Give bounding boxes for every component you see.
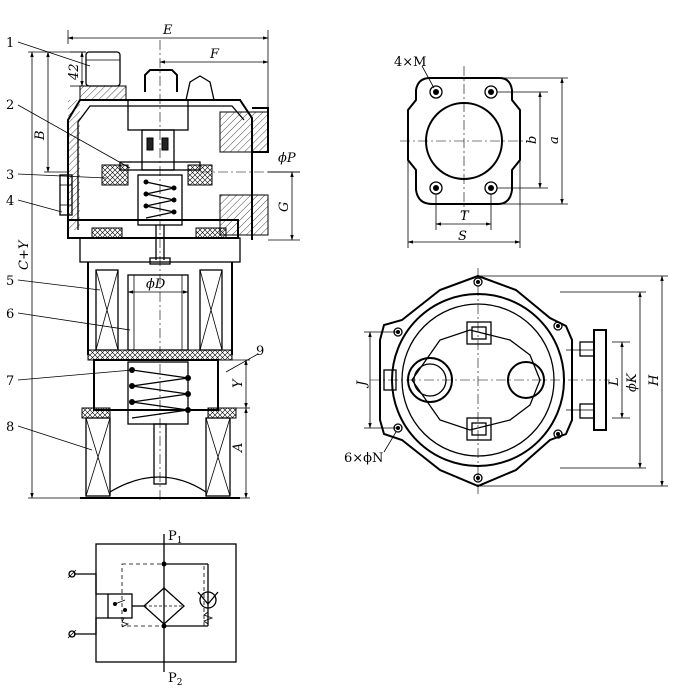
part-label-1: 1 — [6, 36, 14, 51]
part-label-5: 5 — [6, 274, 14, 289]
part-label-2: 2 — [6, 98, 14, 113]
dim-T: T — [460, 209, 470, 224]
dim-S: S — [458, 229, 467, 244]
part-label-3: 3 — [6, 168, 14, 183]
flange-view — [400, 65, 568, 248]
dim-phi-K: ϕK — [625, 372, 640, 392]
dim-H: H — [647, 374, 662, 387]
dim-J: J — [355, 380, 370, 389]
part-labels: 1 2 3 4 5 6 7 8 9 — [6, 36, 264, 435]
section-dimension-labels: E F 42 B C+Y ϕP G ϕD Y A — [17, 23, 296, 453]
port-p1-label: P1 — [168, 529, 182, 546]
dim-b: b — [525, 136, 540, 144]
dim-42: 42 — [67, 63, 82, 81]
dim-4xM: 4×M — [394, 55, 426, 70]
dim-phi-P: ϕP — [278, 151, 296, 166]
dim-A: A — [231, 443, 246, 453]
section-view — [17, 30, 300, 500]
hydraulic-schematic: P1 P2 — [67, 529, 237, 688]
dim-C-plus-Y: C+Y — [17, 239, 32, 270]
part-label-8: 8 — [6, 420, 14, 435]
flange-dimension-labels: 4×M b a T S — [394, 55, 562, 244]
port-p2-label: P2 — [168, 671, 182, 688]
dim-Y: Y — [231, 378, 246, 388]
part-label-4: 4 — [6, 194, 14, 209]
dim-6xN: 6×ϕN — [344, 451, 383, 466]
dim-a: a — [547, 136, 562, 144]
plan-dimension-labels: J L ϕK H 6×ϕN — [344, 372, 662, 466]
part-label-9: 9 — [256, 344, 264, 359]
part-label-6: 6 — [6, 307, 14, 322]
dim-G: G — [277, 202, 292, 212]
dim-L: L — [607, 377, 622, 387]
dim-E: E — [162, 23, 173, 38]
part-label-7: 7 — [6, 374, 14, 389]
dim-B: B — [33, 130, 48, 141]
dim-F: F — [209, 47, 220, 62]
plan-view — [364, 268, 668, 494]
dim-phi-D: ϕD — [146, 277, 166, 292]
